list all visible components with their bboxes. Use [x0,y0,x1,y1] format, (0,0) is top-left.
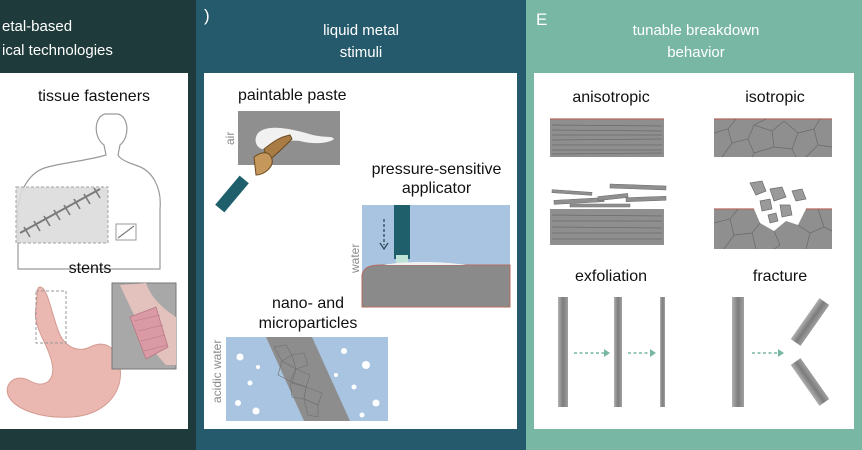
panel-b-title-line2: stimuli [339,44,383,61]
panel-b: ) liquid metal stimuli paintable paste a… [196,0,526,450]
isotropic-broken-illustration [713,180,833,250]
panel-c-title-line1: tunable breakdown [632,22,760,39]
panel-a-title-line2: ical technologies [2,42,113,59]
stents-label: stents [68,260,112,277]
paintable-paste-illustration [215,111,340,213]
fracture-illustration [732,297,830,407]
acidic-water-label: acidic water [210,339,224,403]
paintable-paste-label: paintable paste [238,87,347,104]
exfoliation-label: exfoliation [574,268,648,285]
stomach-stent-illustration [6,282,177,418]
nano-microparticles-label-line2: microparticles [258,315,358,332]
isotropic-intact-illustration [713,118,833,158]
pressure-applicator-illustration [361,205,511,308]
torso-fastener-illustration [15,113,161,270]
pressure-sensitive-label-line2: applicator [401,180,472,197]
panel-a: etal-based ical technologies tissue fast… [0,0,196,450]
fracture-label: fracture [752,268,808,285]
panel-b-letter: ) [204,6,210,25]
panel-a-content: tissue fasteners stents [0,73,188,429]
anisotropic-intact-illustration [550,118,664,157]
nanoparticles-illustration [226,337,388,421]
panel-a-title-line1: etal-based [2,18,73,35]
tissue-fasteners-label: tissue fasteners [37,88,151,105]
panel-c: E tunable breakdown behavior anisotropic… [526,0,862,450]
anisotropic-label: anisotropic [572,89,650,106]
nano-microparticles-label-line1: nano- and [271,295,345,312]
panel-b-content: paintable paste air pressure-sensitive a… [204,73,517,429]
panel-c-title-line2: behavior [667,44,725,61]
pressure-sensitive-label-line1: pressure-sensitive [371,161,502,178]
panel-b-title-line1: liquid metal [323,22,399,39]
isotropic-label: isotropic [745,89,805,106]
water-label: water [348,243,362,273]
exfoliation-illustration [558,297,665,407]
anisotropic-broken-illustration [550,183,667,245]
panel-c-letter: E [536,10,548,29]
panel-c-content: anisotropic isotropic [534,73,854,429]
